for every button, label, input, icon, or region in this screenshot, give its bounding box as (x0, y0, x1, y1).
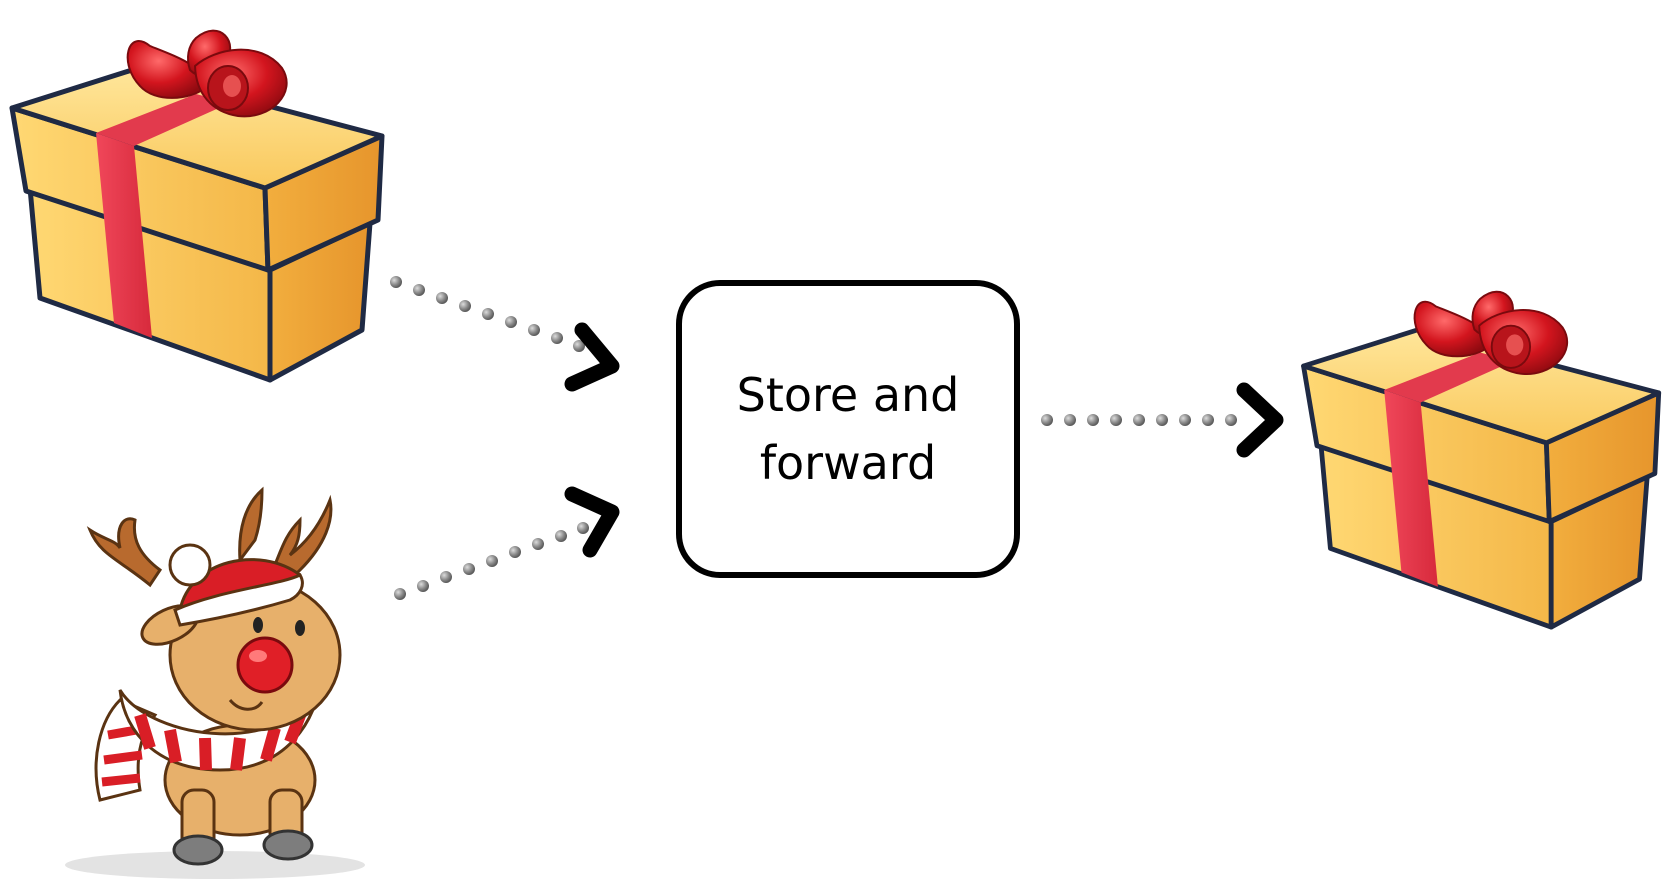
gift-box-icon (1304, 292, 1659, 627)
connector-reindeer-to-node (394, 522, 589, 600)
connector-node-to-gift (1041, 414, 1237, 426)
node-label-line1: Store and (736, 368, 960, 422)
reindeer-icon (65, 486, 365, 879)
store-and-forward-node: Store and forward (676, 280, 1020, 578)
arrowhead (564, 322, 620, 392)
gift-box-icon (12, 31, 382, 380)
connector-gift-to-node (390, 276, 585, 352)
node-label-line2: forward (759, 436, 937, 490)
arrowhead (564, 486, 620, 558)
arrowhead (1236, 382, 1284, 458)
